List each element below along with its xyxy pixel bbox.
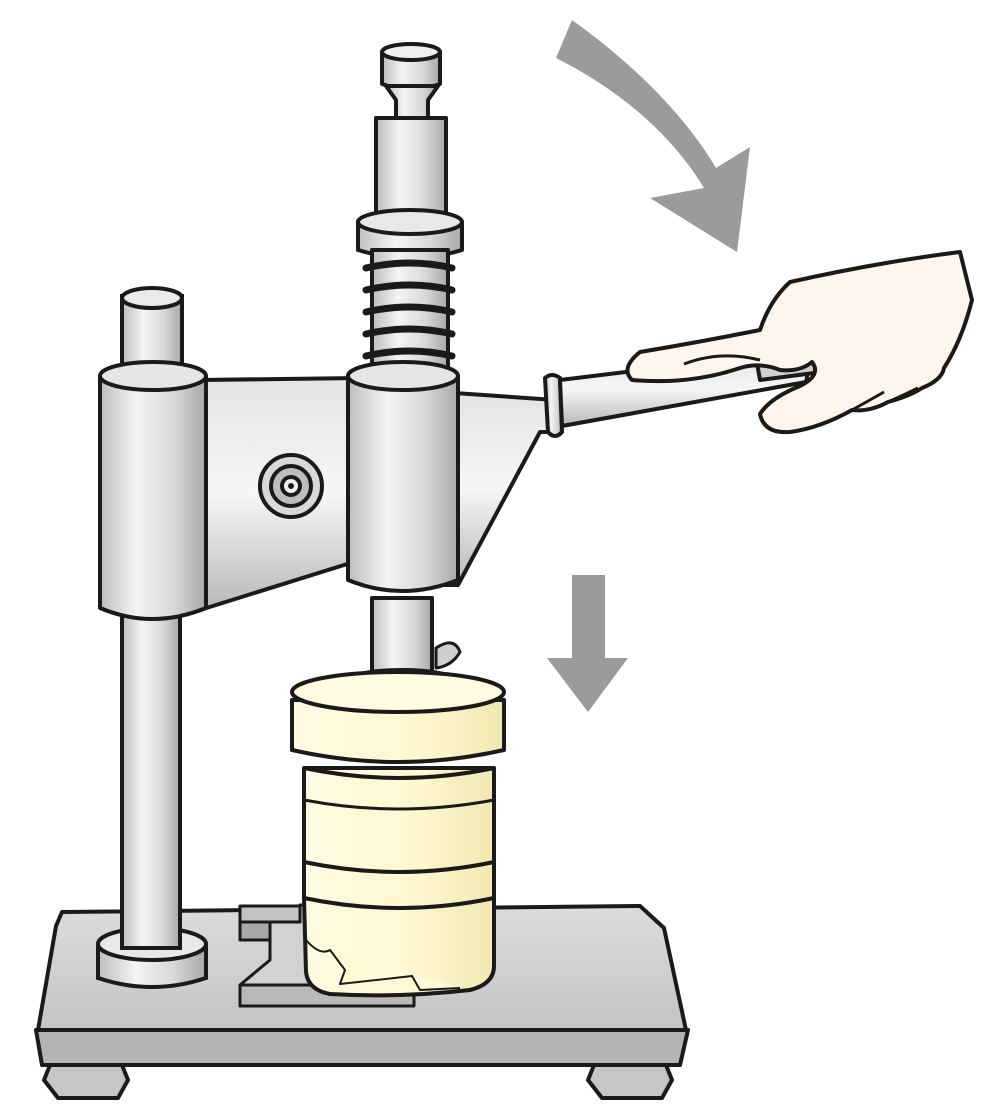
spring [362,259,456,360]
hand [625,250,974,435]
down-arrow-icon [547,575,628,712]
curved-arrow-icon [556,20,750,252]
left-column [96,286,208,989]
right-housing [346,360,460,593]
left-housing [98,360,208,621]
pivot-bolt [258,453,324,519]
cylinder [290,670,506,998]
plunger-top [356,42,464,376]
